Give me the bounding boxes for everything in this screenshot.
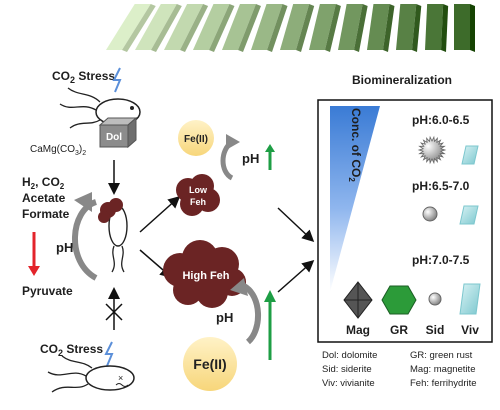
flagellum (59, 103, 97, 111)
domino (309, 4, 336, 50)
domino-side (151, 4, 182, 52)
fe2-small-circle (178, 120, 214, 156)
high-feh-blob (163, 240, 246, 308)
flagellum (67, 87, 101, 103)
curved-arrow-left (72, 199, 98, 281)
legend-feh: Feh: ferrihydrite (410, 378, 477, 389)
substrate-formate: Formate (22, 207, 70, 221)
domino-row (106, 4, 475, 52)
spiky-particle (417, 135, 447, 165)
mouth (115, 383, 129, 387)
domino-side (180, 4, 209, 52)
ph-large-label: pH (216, 310, 233, 325)
domino (193, 4, 230, 50)
conc-co2-label: Conc. of CO2 (347, 108, 363, 182)
viv-particle-row3 (459, 283, 481, 315)
top-stress-label: CO2 Stress (52, 69, 115, 85)
domino-side (325, 4, 341, 52)
ph-range-row2: pH:6.5-7.0 (412, 179, 470, 193)
center-bacterium (98, 198, 128, 273)
low-feh-line1: Low (189, 185, 208, 195)
arrow-into-panel-bottom (277, 260, 315, 293)
domino-side (122, 4, 156, 52)
fe2-large-label: Fe(II) (193, 356, 226, 372)
co2-gradient-triangle (330, 106, 380, 292)
substrate-acetate: Acetate (22, 191, 66, 205)
curved-arrow-left-head (74, 192, 92, 212)
spiky-particle-row1 (417, 135, 447, 165)
domino-side (441, 4, 449, 52)
domino (135, 4, 177, 50)
viv-particle-row2 (459, 205, 479, 225)
curved-arrow-large (242, 283, 262, 345)
legend-sid: Sid: siderite (322, 364, 372, 375)
viv-particle-row1 (461, 145, 479, 165)
domino-side (383, 4, 395, 52)
domino (454, 4, 470, 50)
green-up-arrow-large-head (264, 290, 276, 302)
ph-small-label: pH (242, 151, 259, 166)
top-bacterium-group: CO2 Stress Dol CaMg(CO3)2 (30, 67, 141, 157)
domino-side (412, 4, 422, 52)
bottom-stress-label: CO2 Stress (40, 342, 103, 358)
legend-viv: Viv: vivianite (322, 378, 375, 389)
left-ph-label: pH (56, 240, 73, 255)
bacterium-eye (130, 106, 134, 110)
low-feh-blob (176, 174, 220, 216)
flagellum (69, 119, 101, 129)
bacterium-body (85, 365, 135, 391)
dol-cube-front (99, 124, 129, 148)
domino (396, 4, 417, 50)
domino-side (238, 4, 261, 52)
low-feh-line2: Feh (190, 197, 206, 207)
domino (280, 4, 310, 50)
red-down-arrow-head (28, 266, 40, 276)
arrow-to-low-feh (139, 195, 181, 233)
curved-arrow-small-head (226, 134, 240, 150)
col-viv: Viv (461, 323, 479, 337)
domino (338, 4, 363, 50)
fe2-large-circle (183, 337, 237, 391)
legend-mag: Mag: magnetite (410, 364, 475, 375)
domino (251, 4, 283, 50)
arrow-into-panel-top (277, 207, 315, 243)
domino-side (470, 4, 475, 52)
title: Biomineralization (352, 73, 452, 87)
mag-particle (343, 281, 373, 319)
dolomite-formula: CaMg(CO3)2 (30, 144, 86, 157)
ph-range-row3: pH:7.0-7.5 (412, 253, 470, 267)
sid-particle (428, 292, 442, 306)
domino (367, 4, 390, 50)
col-sid: Sid (426, 323, 445, 337)
domino-side (354, 4, 368, 52)
high-feh-label: High Feh (182, 270, 229, 282)
domino (222, 4, 256, 50)
dead-eye-icon: × (118, 373, 123, 383)
middle-column: Fe(II) pH Low Feh High Feh pH (163, 120, 276, 391)
product-pyruvate: Pyruvate (22, 284, 73, 298)
ph-range-row1: pH:6.0-6.5 (412, 113, 470, 127)
sphere-particle-row2 (422, 206, 438, 222)
lightning-icon (112, 67, 122, 93)
col-gr: GR (390, 323, 408, 337)
domino-side (267, 4, 288, 52)
block-x (105, 303, 123, 321)
legend-dol: Dol: dolomite (322, 350, 377, 361)
domino-side (296, 4, 315, 52)
domino (425, 4, 444, 50)
lightning-icon (104, 341, 114, 367)
bottom-bacterium-group: CO2 Stress × (40, 341, 135, 393)
fe2-small-label: Fe(II) (184, 134, 208, 145)
legend-gr: GR: green rust (410, 350, 473, 361)
col-mag: Mag (346, 323, 370, 337)
dol-label: Dol (106, 132, 122, 143)
gr-particle (381, 285, 417, 315)
domino-side (209, 4, 235, 52)
green-up-arrow-small-head (265, 144, 275, 152)
domino (164, 4, 204, 50)
substrate-h2-co2: H2, CO2 (22, 175, 65, 191)
domino (106, 4, 151, 50)
curved-arrow-large-head (230, 278, 248, 296)
